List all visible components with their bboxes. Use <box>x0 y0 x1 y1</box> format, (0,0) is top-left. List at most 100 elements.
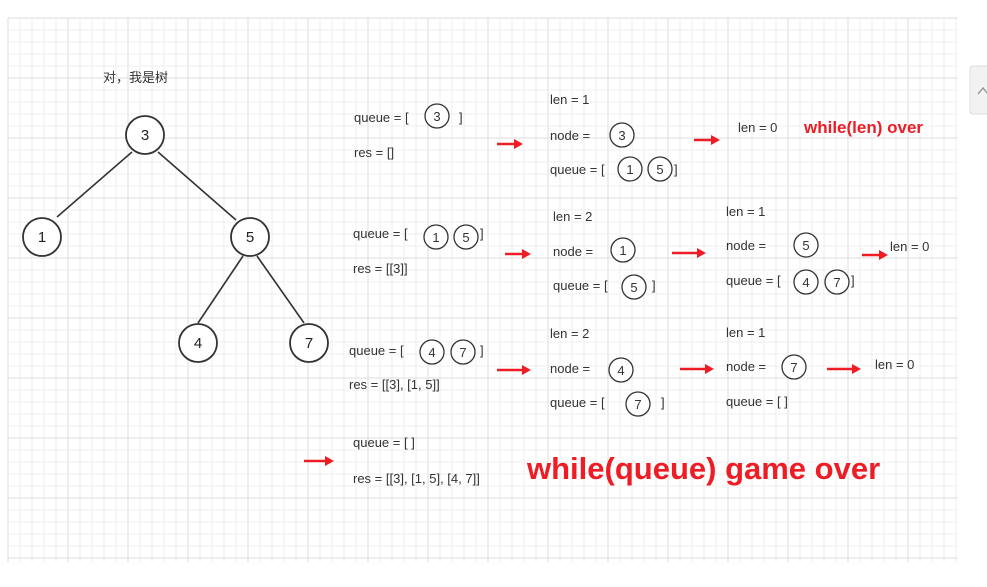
row2-step3-len: len = 0 <box>890 239 929 254</box>
row3-step1-queue-item-label: 7 <box>634 397 641 412</box>
row1-step1-node: 3 <box>609 122 635 148</box>
arrow-icon <box>694 135 720 145</box>
tree-node-1: 1 <box>22 217 62 257</box>
row3-queue-prefix: queue = [ <box>349 343 404 358</box>
row2-step2-queue-item-label: 7 <box>833 275 840 290</box>
row3-step1-queue-prefix: queue = [ <box>550 395 605 410</box>
arrow-icon <box>680 364 714 374</box>
row2-step1: len = 2 node = 1 queue = [ 5 ] <box>553 209 656 300</box>
side-panel-tab[interactable] <box>969 65 987 115</box>
arrow-icon <box>304 456 334 466</box>
tree-node-4: 4 <box>178 323 218 363</box>
row1-step1-queue-item: 1 <box>617 156 643 182</box>
row2-step2-node-label: 5 <box>802 238 809 253</box>
row3-step1: len = 2 node = 4 queue = [ 7 ] <box>550 326 665 417</box>
row1-step1-node-label: 3 <box>618 128 625 143</box>
row2-queue-item-label: 5 <box>462 230 469 245</box>
tree-node-label: 1 <box>38 229 46 246</box>
row2-step1-node: 1 <box>610 237 636 263</box>
row1-queue-item-label: 3 <box>433 109 440 124</box>
row2-step2-queue-item-label: 4 <box>802 275 809 290</box>
tree-edge-5-7 <box>256 255 305 324</box>
row3-step2-node: 7 <box>781 354 807 380</box>
row4-res: res = [[3], [1, 5], [4, 7]] <box>353 471 480 486</box>
row3-step1-queue-suffix: ] <box>661 395 665 410</box>
row1-step1-len: len = 1 <box>550 92 589 107</box>
row1-res: res = [] <box>354 145 394 160</box>
row2-queue-item: 5 <box>453 224 479 250</box>
tree-node-label: 3 <box>141 127 149 144</box>
tree-node-label: 5 <box>246 229 254 246</box>
row2-queue-suffix: ] <box>480 226 484 241</box>
row1-while-len-over: while(len) over <box>803 118 923 137</box>
tree-node-7: 7 <box>289 323 329 363</box>
row3-step1-queue-item: 7 <box>625 391 651 417</box>
arrow-icon <box>497 139 523 149</box>
row2-step1-node-prefix: node = <box>553 244 593 259</box>
arrow-icon <box>827 364 861 374</box>
row1-step1-queue-item: 5 <box>647 156 673 182</box>
row3-queue-item-label: 4 <box>428 345 435 360</box>
home-icon <box>977 86 987 95</box>
row1-queue-suffix: ] <box>459 110 463 125</box>
tree-node-label: 4 <box>194 335 202 352</box>
row2-step1-queue-prefix: queue = [ <box>553 278 608 293</box>
diagram-title: 对，我是树 <box>103 70 168 85</box>
row2-step2-node-prefix: node = <box>726 238 766 253</box>
grid-background <box>7 17 958 562</box>
tree-node-5: 5 <box>230 217 270 257</box>
arrow-icon <box>862 250 888 260</box>
row3-queue-item: 4 <box>419 339 445 365</box>
row3-step2-node-label: 7 <box>790 360 797 375</box>
row4-while-queue-game-over: while(queue) game over <box>526 451 880 486</box>
row3-initial-state: queue = [ 4 7 ] res = [[3], [1, 5]] <box>349 339 484 392</box>
row3-queue-item: 7 <box>450 339 476 365</box>
row3-step2-queue: queue = [ ] <box>726 394 788 409</box>
row2-step2-node: 5 <box>793 232 819 258</box>
row2-queue-prefix: queue = [ <box>353 226 408 241</box>
row2-step2-len: len = 1 <box>726 204 765 219</box>
arrow-icon <box>672 248 706 258</box>
tree-node-3: 3 <box>125 115 165 155</box>
arrow-icon <box>497 365 531 375</box>
row3-queue-suffix: ] <box>480 343 484 358</box>
row2-initial-state: queue = [ 1 5 ] res = [[3]] <box>353 224 484 276</box>
row1-queue-prefix: queue = [ <box>354 110 409 125</box>
row3-step1-len: len = 2 <box>550 326 589 341</box>
row2-step1-len: len = 2 <box>553 209 592 224</box>
row2-step2-queue-suffix: ] <box>851 273 855 288</box>
row3-queue-item-label: 7 <box>459 345 466 360</box>
row2-res: res = [[3]] <box>353 261 408 276</box>
row1-step1-queue-suffix: ] <box>674 162 678 177</box>
tree-edge-3-1 <box>56 151 133 218</box>
row3-step1-node: 4 <box>608 357 634 383</box>
row1-initial-state: queue = [ 3 ] res = [] <box>354 103 463 160</box>
arrow-icon <box>505 249 531 259</box>
row2-queue-item-label: 1 <box>432 230 439 245</box>
row4-queue: queue = [ ] <box>353 435 415 450</box>
row2-step2: len = 1 node = 5 queue = [ 4 7 ] <box>726 204 855 295</box>
row2-queue-item: 1 <box>423 224 449 250</box>
row3-step2: len = 1 node = 7 queue = [ ] <box>726 325 807 409</box>
row2-step1-queue-item: 5 <box>621 274 647 300</box>
tree-edge-3-5 <box>157 151 237 221</box>
tree-edge-5-4 <box>197 255 244 324</box>
row2-step2-queue-item: 4 <box>793 269 819 295</box>
row3-step2-node-prefix: node = <box>726 359 766 374</box>
row1-step1-queue-item-label: 1 <box>626 162 633 177</box>
row1-queue-item: 3 <box>424 103 450 129</box>
row2-step1-node-label: 1 <box>619 243 626 258</box>
row3-step1-node-label: 4 <box>617 363 624 378</box>
row2-step1-queue-item-label: 5 <box>630 280 637 295</box>
row3-res: res = [[3], [1, 5]] <box>349 377 440 392</box>
row3-step1-node-prefix: node = <box>550 361 590 376</box>
row1-step1: len = 1 node = 3 queue = [ 1 5 ] <box>550 92 678 182</box>
row1-step1-node-prefix: node = <box>550 128 590 143</box>
row1-step1-queue-item-label: 5 <box>656 162 663 177</box>
row1-step1-queue-prefix: queue = [ <box>550 162 605 177</box>
row1-step2-len: len = 0 <box>738 120 777 135</box>
row3-step2-len: len = 1 <box>726 325 765 340</box>
tree-node-label: 7 <box>305 335 313 352</box>
